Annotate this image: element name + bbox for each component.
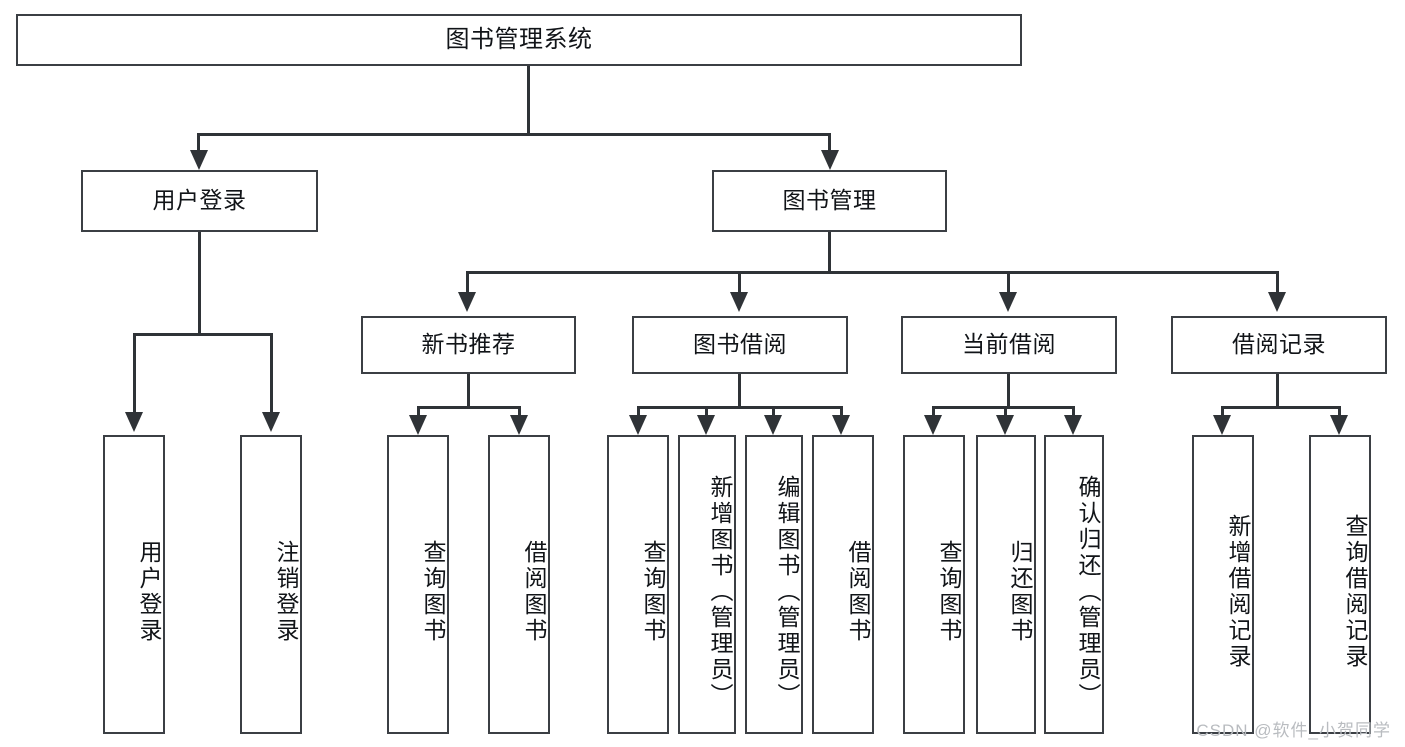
arrow-root-to-user-login (190, 150, 208, 170)
arrow-bb-to-leaf-3 (764, 415, 782, 435)
connector-bb-to-leaf-2 (705, 406, 708, 418)
connector-book-borrow-stem (738, 374, 741, 407)
arrow-cb-to-leaf-2 (996, 415, 1014, 435)
leaf-user-login-login[interactable]: 用户登录 (103, 435, 165, 734)
arrow-bb-to-leaf-4 (832, 415, 850, 435)
leaf-book-borrow-query-books[interactable]: 查询图书 (607, 435, 669, 734)
connector-bb-to-leaf-3 (772, 406, 775, 418)
connector-new-book-bus (417, 406, 521, 409)
connector-root-bus (197, 133, 831, 136)
connector-bb-to-leaf-1 (637, 406, 640, 418)
node-user-login[interactable]: 用户登录 (81, 170, 318, 232)
connector-bm-to-book-borrow (738, 271, 741, 296)
arrow-cb-to-leaf-3 (1064, 415, 1082, 435)
arrow-user-login-to-leaf-2 (262, 412, 280, 432)
leaf-current-borrow-return-books[interactable]: 归还图书 (976, 435, 1036, 734)
arrow-bm-to-new-book (458, 292, 476, 312)
connector-root-to-book-management (828, 133, 831, 155)
connector-bm-to-current-borrow (1007, 271, 1010, 296)
leaf-current-borrow-confirm-return-admin[interactable]: 确认归还（管理员） (1044, 435, 1104, 734)
connector-br-to-leaf-1 (1221, 406, 1224, 418)
arrow-new-book-to-leaf-1 (409, 415, 427, 435)
arrow-bm-to-book-borrow (730, 292, 748, 312)
node-book-borrow[interactable]: 图书借阅 (632, 316, 848, 374)
connector-borrow-record-bus (1221, 406, 1341, 409)
leaf-book-borrow-add-book-admin[interactable]: 新增图书（管理员） (678, 435, 736, 734)
arrow-bm-to-current-borrow (999, 292, 1017, 312)
connector-cb-to-leaf-1 (932, 406, 935, 418)
connector-new-book-stem (467, 374, 470, 407)
arrow-root-to-book-management (821, 150, 839, 170)
arrow-bb-to-leaf-1 (629, 415, 647, 435)
leaf-book-borrow-borrow-books[interactable]: 借阅图书 (812, 435, 874, 734)
node-root-book-management-system[interactable]: 图书管理系统 (16, 14, 1022, 66)
connector-cb-to-leaf-2 (1004, 406, 1007, 418)
connector-bm-to-borrow-record (1276, 271, 1279, 296)
arrow-br-to-leaf-2 (1330, 415, 1348, 435)
connector-book-management-bus (466, 271, 1278, 274)
connector-user-login-stem (198, 232, 201, 336)
leaf-book-borrow-edit-book-admin[interactable]: 编辑图书（管理员） (745, 435, 803, 734)
arrow-cb-to-leaf-1 (924, 415, 942, 435)
leaf-new-book-borrow-books[interactable]: 借阅图书 (488, 435, 550, 734)
leaf-new-book-query-books[interactable]: 查询图书 (387, 435, 449, 734)
leaf-borrow-record-query-record[interactable]: 查询借阅记录 (1309, 435, 1371, 734)
arrow-br-to-leaf-1 (1213, 415, 1231, 435)
connector-new-book-to-leaf-2 (518, 406, 521, 418)
leaf-user-login-logout[interactable]: 注销登录 (240, 435, 302, 734)
connector-br-to-leaf-2 (1338, 406, 1341, 418)
connector-borrow-record-stem (1276, 374, 1279, 407)
leaf-current-borrow-query-books[interactable]: 查询图书 (903, 435, 965, 734)
arrow-bb-to-leaf-2 (697, 415, 715, 435)
connector-user-login-to-leaf-1 (133, 333, 136, 415)
arrow-user-login-to-leaf-1 (125, 412, 143, 432)
connector-book-management-stem (828, 232, 831, 272)
connector-user-login-bus (133, 333, 273, 336)
connector-cb-to-leaf-3 (1072, 406, 1075, 418)
connector-current-borrow-stem (1007, 374, 1010, 407)
connector-book-borrow-bus (637, 406, 843, 409)
connector-new-book-to-leaf-1 (417, 406, 420, 418)
arrow-bm-to-borrow-record (1268, 292, 1286, 312)
node-new-book-recommend[interactable]: 新书推荐 (361, 316, 576, 374)
connector-root-stem (527, 66, 530, 133)
connector-bb-to-leaf-4 (840, 406, 843, 418)
arrow-new-book-to-leaf-2 (510, 415, 528, 435)
connector-user-login-to-leaf-2 (270, 333, 273, 415)
node-book-management[interactable]: 图书管理 (712, 170, 947, 232)
node-current-borrow[interactable]: 当前借阅 (901, 316, 1117, 374)
node-borrow-record[interactable]: 借阅记录 (1171, 316, 1387, 374)
connector-bm-to-new-book (466, 271, 469, 296)
connector-current-borrow-bus (932, 406, 1075, 409)
leaf-borrow-record-add-record[interactable]: 新增借阅记录 (1192, 435, 1254, 734)
connector-root-to-user-login (197, 133, 200, 155)
